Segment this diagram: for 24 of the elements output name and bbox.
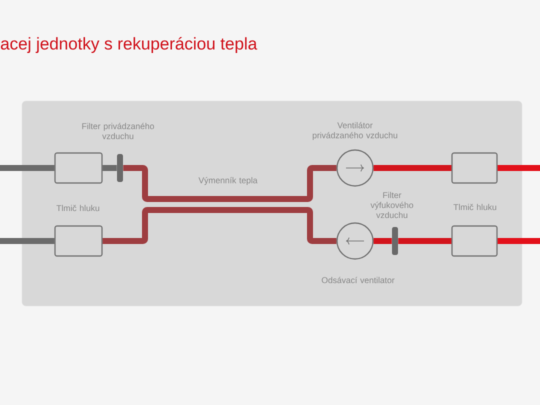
component-label: Ventilátor privádzaného vzduchu: [312, 122, 398, 140]
pipe: [498, 165, 540, 171]
component-label: Filter privádzaného vzduchu: [82, 122, 154, 140]
component-label: Tlmič hluku: [56, 204, 100, 212]
pipe: [374, 238, 392, 244]
component-label: Tlmič hluku: [453, 204, 496, 210]
silencer-box: [54, 152, 103, 184]
silencer-box: [54, 225, 103, 257]
pipe: [102, 165, 117, 171]
pipe: [498, 238, 540, 244]
pipe: [0, 238, 54, 244]
component-label: Odsávací ventilator: [322, 276, 394, 284]
pipe: [0, 165, 54, 171]
pipe: [398, 238, 452, 244]
silencer-box: [451, 152, 498, 184]
filter-bar: [392, 227, 398, 255]
pipe: [374, 165, 452, 171]
component-label: Filter výfukového vzduchu: [370, 192, 414, 218]
silencer-box: [451, 225, 498, 257]
title: acej jednotky s rekuperáciou tepla: [0, 36, 258, 54]
fan-symbol: [336, 222, 374, 260]
component-label: Výmenník tepla: [198, 177, 258, 185]
filter-bar: [117, 154, 123, 182]
fan-symbol: [336, 149, 374, 187]
